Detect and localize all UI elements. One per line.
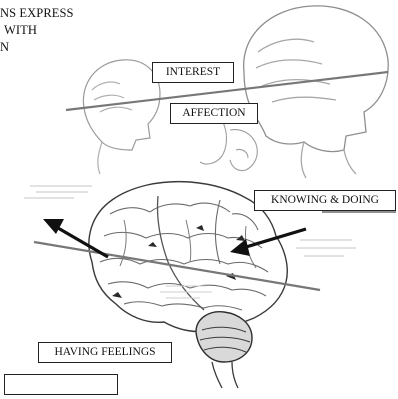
large-head-icon xyxy=(244,6,389,178)
small-head-icon xyxy=(83,60,160,174)
arrow-right-icon xyxy=(230,229,306,256)
label-interest: INTEREST xyxy=(152,62,234,83)
arrow-left-icon xyxy=(43,219,108,257)
blank-answer-box[interactable] xyxy=(4,374,118,395)
label-having-feelings: HAVING FEELINGS xyxy=(38,342,172,363)
faint-annotation-right-icon xyxy=(296,240,356,256)
faint-annotation-mid-icon xyxy=(160,286,212,298)
faint-annotation-left-icon xyxy=(24,186,92,198)
brainstem-sketch-icon xyxy=(200,120,257,171)
lower-divider-line xyxy=(34,242,320,290)
label-affection: AFFECTION xyxy=(170,103,258,124)
label-knowing-doing: KNOWING & DOING xyxy=(254,190,396,211)
